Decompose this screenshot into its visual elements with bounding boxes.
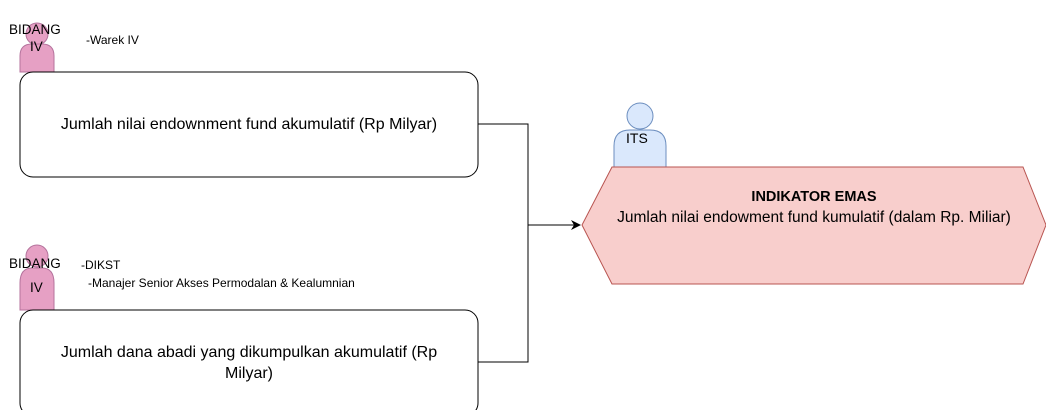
bottom-actor-label-line2: IV <box>30 280 43 295</box>
bottom-person-icon <box>19 244 55 311</box>
top-actor-label-line1: BIDANG <box>9 22 61 37</box>
target-title: INDIKATOR EMAS <box>751 189 877 205</box>
bottom-source-text: Jumlah dana abadi yang dikumpulkan akumu… <box>60 344 438 382</box>
connector-top <box>478 123 529 225</box>
bottom-actor-label-line1: BIDANG <box>9 256 61 271</box>
target-hexagon <box>581 166 1046 285</box>
bottom-role-line-1: -DIKST <box>81 258 121 272</box>
target-text-block: INDIKATOR EMAS Jumlah nilai endowment fu… <box>592 188 1036 228</box>
its-person-icon <box>613 102 667 169</box>
bottom-source-box <box>19 309 479 410</box>
top-person-icon <box>19 22 55 73</box>
its-actor-label: ITS <box>626 130 648 146</box>
top-source-text: Jumlah nilai endownment fund akumulatif … <box>60 116 438 133</box>
bottom-role-line-2: -Manajer Senior Akses Permodalan & Kealu… <box>88 276 355 290</box>
top-actor-label-line2: IV <box>30 39 43 54</box>
connector-bottom <box>478 225 529 363</box>
top-role-line: -Warek IV <box>86 33 139 47</box>
target-body: Jumlah nilai endowment fund kumulatif (d… <box>617 209 1011 226</box>
